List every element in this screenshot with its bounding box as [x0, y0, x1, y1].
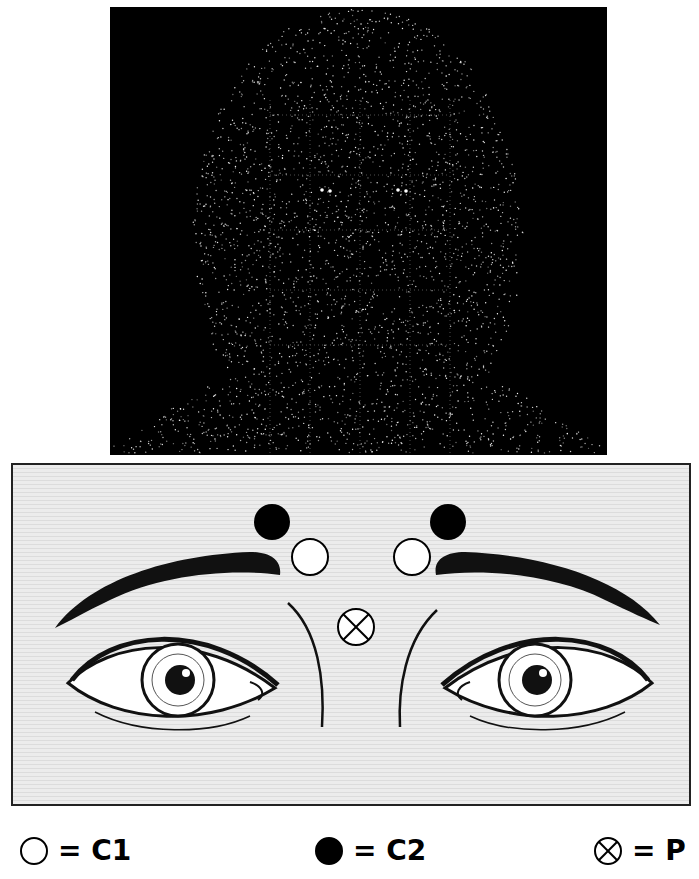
- legend-entry: = C2: [313, 834, 426, 867]
- c1-point: [292, 539, 328, 575]
- nose-line: [288, 603, 323, 727]
- legend-entry: = P: [592, 834, 686, 867]
- legend-swatch: [313, 835, 345, 867]
- c1-point: [394, 539, 430, 575]
- legend-swatch: [592, 835, 624, 867]
- legend-label: = C2: [353, 834, 426, 867]
- nose-line: [400, 610, 437, 727]
- left-eyebrow: [55, 552, 280, 628]
- eye-panel: [12, 464, 690, 805]
- legend-label: = P: [632, 834, 686, 867]
- face-dot-pattern: [113, 9, 600, 454]
- legend-entry: = C1: [18, 834, 131, 867]
- c2-point: [254, 504, 290, 540]
- legend-label: = C1: [58, 834, 131, 867]
- right-eyebrow: [436, 552, 660, 625]
- c2-point: [430, 504, 466, 540]
- face-image-ground: [110, 7, 607, 455]
- p-point: [338, 609, 374, 645]
- legend-swatch: [18, 835, 50, 867]
